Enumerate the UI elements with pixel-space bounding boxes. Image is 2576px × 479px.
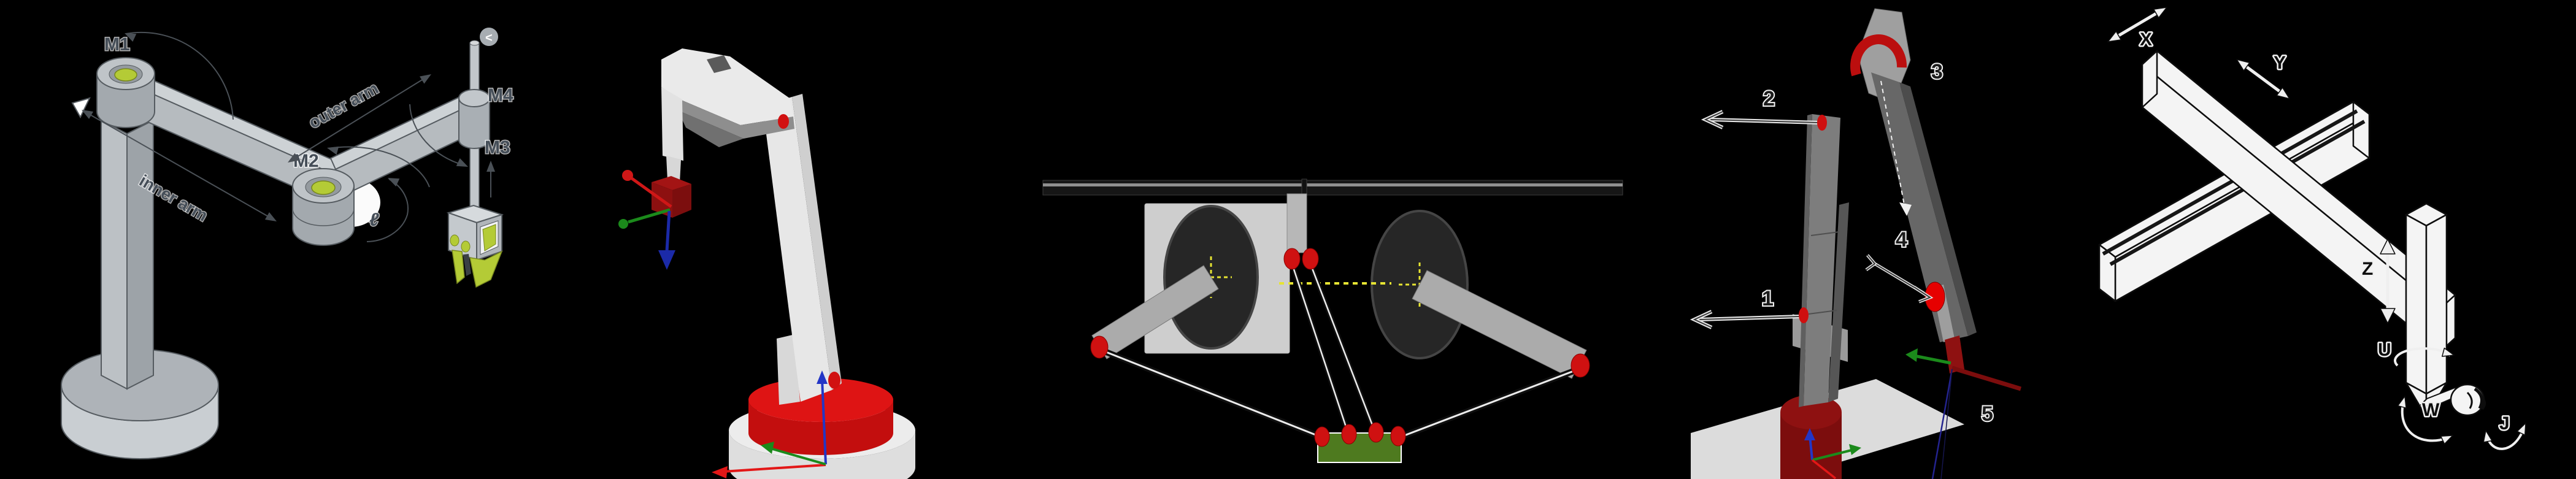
label-z: Z (2362, 259, 2373, 279)
z-axis-arrow (2380, 239, 2396, 324)
disc-chevron-glyph: < (485, 31, 493, 45)
axis1-arrow (1690, 307, 1809, 329)
m2-rotation-arrow (327, 146, 430, 188)
joint-crank-right (1571, 353, 1590, 378)
wrist-axis-blue-tip (658, 250, 675, 270)
label-y: Y (2274, 53, 2286, 73)
axis2-joint-dot (1817, 115, 1827, 131)
figure-arm-render (618, 48, 915, 479)
joint-platform-2 (1341, 424, 1357, 445)
w-rotation-arrow (2397, 396, 2453, 445)
label-axis4: 4 (1896, 228, 1907, 251)
joint-carriage-a (1283, 248, 1301, 270)
aframe-left-leg (1793, 114, 1849, 407)
label-axis3: 3 (1931, 60, 1943, 83)
render-links (763, 94, 842, 405)
wrist-axes-triad (618, 170, 675, 270)
gantry-beam-cross (2141, 50, 2456, 353)
label-axis2: 2 (1763, 87, 1775, 110)
label-m1: M1 (104, 34, 130, 55)
label-j: J (2499, 413, 2510, 434)
aframe-wrist (1905, 335, 2022, 479)
figure-five-bar (1042, 178, 1623, 463)
scara-column (101, 119, 154, 390)
j-rotation-arrow (2483, 423, 2526, 450)
fivebar-rail (1042, 178, 1623, 197)
fivebar-red-joints (1090, 248, 1590, 447)
render-elbow-dot (778, 114, 789, 129)
joint-carriage-b (1302, 248, 1319, 270)
x-axis-arrow (2107, 7, 2167, 42)
label-u: U (2378, 340, 2391, 360)
label-axis5: 5 (1982, 402, 1993, 426)
aframe-base-axes (1804, 428, 1861, 479)
rod-top-disc: < (480, 28, 498, 46)
fivebar-crank-right (1412, 270, 1587, 379)
gripper-green-panel (482, 224, 496, 251)
axis1-joint-dot (1799, 307, 1809, 323)
m3-up-arrow (486, 161, 495, 197)
axis4-arrow (1865, 254, 1934, 304)
gripper-pin-1 (450, 234, 459, 247)
label-ell: ℓ (369, 210, 379, 230)
gripper-pin-2 (461, 240, 471, 253)
outer-arm-dimension (288, 74, 431, 163)
scara-joint-m2 (292, 168, 355, 246)
gantry-wrist (2420, 383, 2486, 416)
label-x: X (2140, 29, 2152, 50)
label-m3: M3 (485, 137, 510, 158)
m2-green-hub (311, 180, 336, 195)
m1-green-hub (114, 68, 137, 82)
gantry-column (2405, 202, 2448, 418)
fivebar-platform (1317, 432, 1402, 463)
figure-gantry: Z X Y U (2098, 7, 2526, 450)
m3-rotation-arrow (409, 104, 468, 167)
aframe-apex (1850, 8, 1911, 104)
figure-scara-diagram: M1 inner arm M2 (61, 28, 514, 459)
render-upper-arm (661, 48, 794, 147)
u-rotation-arrow (2394, 347, 2455, 367)
scara-joint-m1 (96, 57, 155, 128)
gripper-slot (463, 254, 471, 276)
fivebar-crank-left (1091, 265, 1219, 359)
aframe-joint4-dot (1924, 282, 1945, 312)
apex-red-joint (1850, 34, 1907, 77)
figure-a-frame: 1 2 3 4 5 (1690, 8, 2022, 479)
wrist-axis-red-tip (622, 170, 633, 181)
m1-flat-arrow (71, 97, 91, 119)
base-red-ring (748, 400, 893, 455)
label-m4: M4 (488, 85, 513, 105)
gripper-finger-right (469, 250, 503, 288)
label-outer-arm: outer arm (306, 79, 381, 132)
fivebar-distal-links (1102, 262, 1583, 440)
y-axis-arrow (2236, 59, 2290, 99)
gripper-finger-left (452, 250, 465, 285)
joint-platform-3 (1368, 422, 1384, 443)
render-base (729, 378, 915, 479)
label-w: W (2422, 400, 2440, 420)
inner-arm-dimension (82, 110, 277, 221)
wrist-axis-green-tip (618, 219, 628, 229)
render-shoulder-dot (828, 372, 840, 389)
leg-dashed-arrow (1880, 80, 1912, 216)
joint-platform-1 (1314, 426, 1330, 447)
base-axes-triad (712, 370, 828, 478)
label-axis1: 1 (1762, 287, 1774, 310)
joint-platform-4 (1390, 426, 1406, 446)
m1-rotation-arrow (125, 31, 234, 120)
scara-gripper (446, 204, 504, 288)
ell-arc (366, 178, 409, 242)
scara-wrist (458, 40, 490, 223)
fivebar-carriage-link (1286, 193, 1307, 253)
axis2-arrow (1701, 110, 1827, 131)
gantry-gripper (2450, 383, 2485, 416)
joint-crank-left (1090, 335, 1109, 359)
label-m2: M2 (293, 151, 319, 171)
render-wrist (652, 87, 691, 218)
